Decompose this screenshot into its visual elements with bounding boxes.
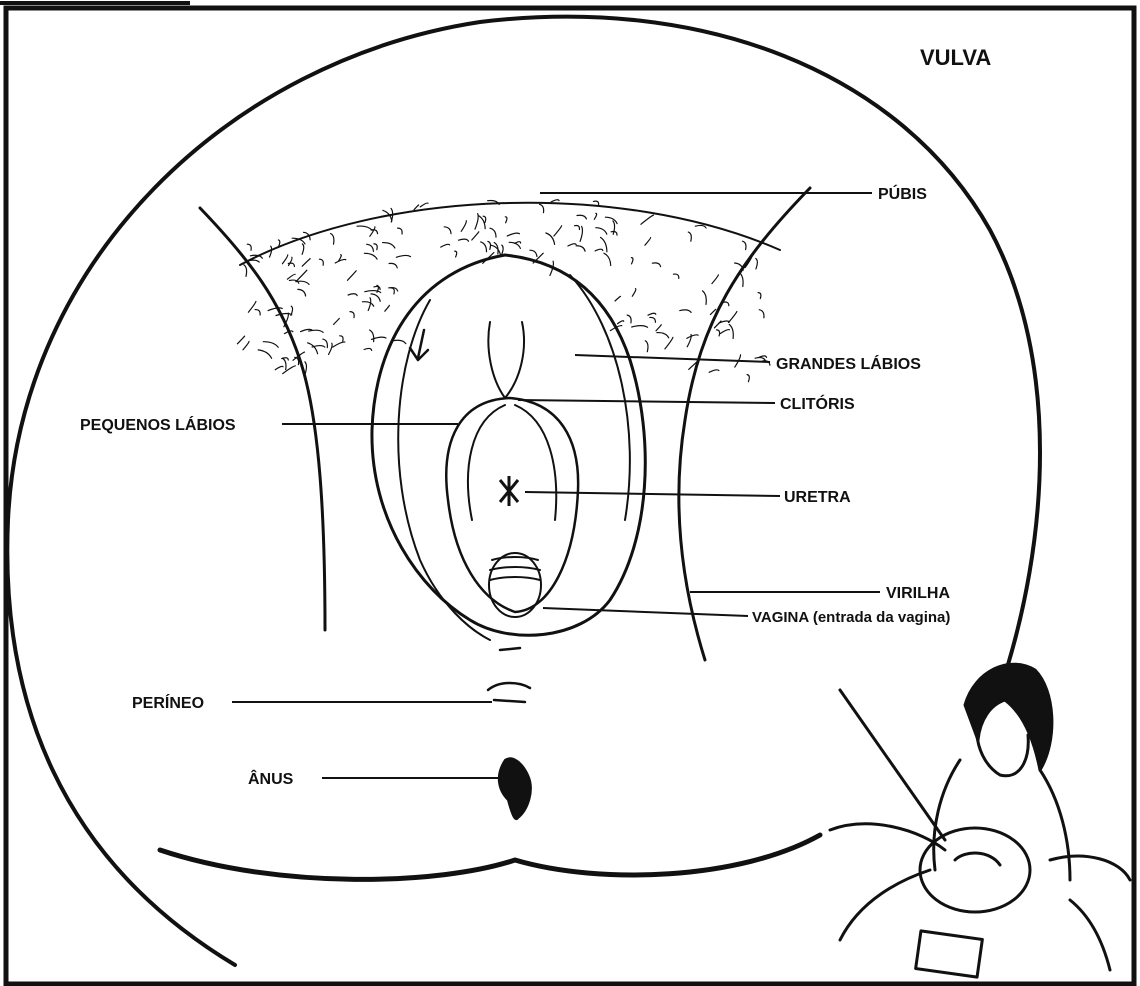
title-vulva: VULVA (920, 45, 991, 70)
label-perineo: PERÍNEO (132, 693, 204, 712)
label-virilha: VIRILHA (886, 585, 950, 602)
label-vagina: VAGINA (entrada da vagina) (752, 609, 950, 626)
label-grandes-labios: GRANDES LÁBIOS (776, 354, 921, 373)
label-pequenos-labios: PEQUENOS LÁBIOS (80, 415, 236, 434)
label-clitoris: CLITÓRIS (780, 394, 855, 413)
diagram-frame (6, 8, 1134, 984)
label-uretra: URETRA (784, 489, 851, 506)
label-pubis: PÚBIS (878, 184, 927, 203)
label-anus: ÂNUS (248, 769, 294, 788)
